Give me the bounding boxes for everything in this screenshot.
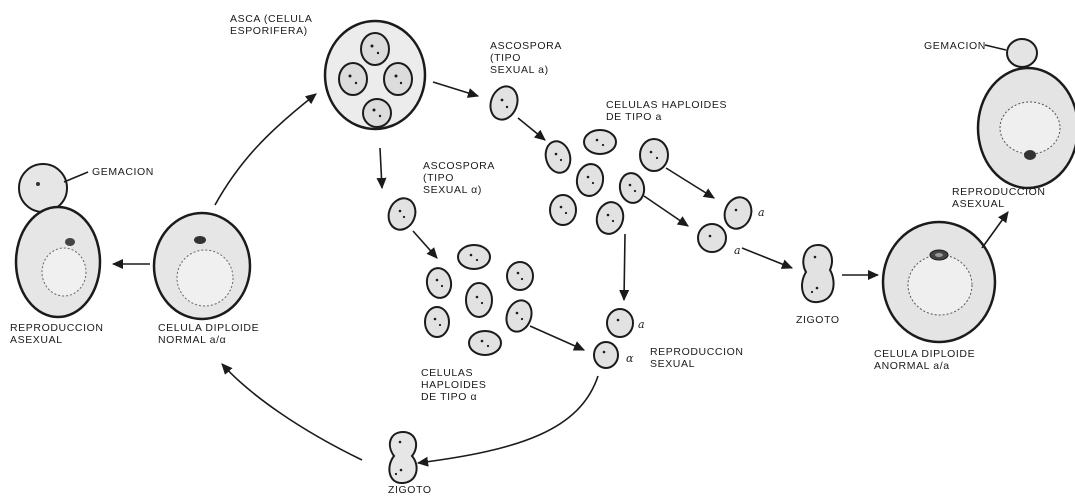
mating-pair-a-a (698, 194, 756, 252)
haploid-a-cell (584, 130, 616, 154)
ascospora-a-label-line: SEXUAL a) (490, 64, 562, 76)
haploides-a-label-line: DE TIPO a (606, 111, 727, 123)
diploide-normal-label: CELULA DIPLOIDE NORMAL a/α (158, 322, 259, 346)
haploid-alpha-cell (458, 245, 490, 269)
haploides-a-label-line: CELULAS HAPLOIDES (606, 99, 727, 111)
haploid-a-cell (640, 139, 668, 171)
gemacion-right-label: GEMACION (924, 40, 986, 52)
arrow-abnormal-to-budding (982, 212, 1008, 248)
zygote-bottom-cell (389, 432, 416, 483)
haploid-alpha-cell (469, 331, 501, 355)
diploide-normal-line: NORMAL a/α (158, 334, 259, 346)
repro-asexual-left-line: REPRODUCCION (10, 322, 104, 334)
arrow-haploid-a-to-pair (666, 168, 714, 198)
arrow-pair-to-zygote (742, 248, 792, 268)
diploide-anormal-label: CELULA DIPLOIDE ANORMAL a/a (874, 348, 975, 372)
ascus-spore (363, 99, 391, 127)
ascus-spore (384, 63, 412, 95)
ascospora-alpha-label-line: SEXUAL α) (423, 184, 495, 196)
haploides-a-label: CELULAS HAPLOIDES DE TIPO a (606, 99, 727, 123)
arrow-haploid-a-to-sexual (624, 234, 625, 300)
repro-asexual-left-line: ASEXUAL (10, 334, 104, 346)
pointer-gemacion-right (985, 45, 1006, 50)
gemacion-left-label: GEMACION (92, 166, 154, 178)
haploides-alpha-line: HAPLOIDES (421, 379, 487, 391)
asca-label: ASCA (CELULA ESPORIFERA) (230, 13, 312, 37)
haploid-a-cluster (542, 130, 668, 237)
repro-sexual-label: REPRODUCCION SEXUAL (650, 346, 744, 370)
haploid-alpha-cell (425, 266, 454, 300)
ascospora-alpha-label: ASCOSPORA (TIPO SEXUAL α) (423, 160, 495, 196)
ascus-spore (339, 63, 367, 95)
ascospora-a-label-line: ASCOSPORA (490, 40, 562, 52)
mating-type-alpha-sexual: α (626, 352, 633, 365)
arrow-spore-a-to-haploids (518, 118, 545, 140)
arrow-diploid-to-ascus (215, 94, 316, 205)
mating-type-a-sexual: a (638, 318, 645, 331)
repro-asexual-left-label: REPRODUCCION ASEXUAL (10, 322, 104, 346)
zygote-middle-cell (802, 245, 834, 302)
budding-cell-right (978, 39, 1075, 188)
haploid-alpha-cell (507, 262, 533, 290)
haploid-alpha-cell (502, 297, 535, 335)
ascospora-a-label: ASCOSPORA (TIPO SEXUAL a) (490, 40, 562, 76)
ascospora-a-label-line: (TIPO (490, 52, 562, 64)
ascospore-alpha-cell (384, 195, 419, 234)
haploides-alpha-line: CELULAS (421, 367, 487, 379)
pointer-gemacion-left (64, 172, 88, 182)
haploides-alpha-label: CELULAS HAPLOIDES DE TIPO α (421, 367, 487, 403)
arrow-spore-alpha-to-haploids (413, 231, 437, 258)
haploid-a-cell (618, 171, 647, 205)
repro-sexual-line: SEXUAL (650, 358, 744, 370)
repro-asexual-right-label: REPRODUCCION ASEXUAL (952, 186, 1046, 210)
asca-label-line: ASCA (CELULA (230, 13, 312, 25)
arrow-ascus-to-ascospore-a (433, 82, 478, 96)
diploide-anormal-line: CELULA DIPLOIDE (874, 348, 975, 360)
diploide-anormal-line: ANORMAL a/a (874, 360, 975, 372)
arrow-haploid-alpha-to-sexual (530, 326, 584, 350)
haploid-alpha-cluster (425, 245, 536, 355)
arrow-ascus-to-ascospore-alpha (380, 148, 382, 188)
abnormal-diploid-cell (883, 222, 995, 342)
ascus-cell (325, 21, 425, 129)
haploid-a-cell (574, 162, 605, 198)
ascospore-a-cell (486, 83, 522, 124)
repro-sexual-line: REPRODUCCION (650, 346, 744, 358)
repro-asexual-right-line: REPRODUCCION (952, 186, 1046, 198)
mating-type-a-upper: a (758, 206, 765, 219)
asca-label-line: ESPORIFERA) (230, 25, 312, 37)
zigoto-middle-label: ZIGOTO (796, 314, 840, 326)
ascus-spore (361, 33, 389, 65)
haploid-alpha-cell (425, 307, 449, 337)
mating-type-a-lower: a (734, 244, 741, 257)
haploid-alpha-cell (466, 283, 492, 317)
ascospora-alpha-label-line: ASCOSPORA (423, 160, 495, 172)
haploid-a-cell (593, 199, 626, 237)
haploid-a-cell (542, 138, 573, 175)
ascospora-alpha-label-line: (TIPO (423, 172, 495, 184)
arrow-zygote-to-diploid (222, 364, 362, 460)
budding-cell-left (16, 164, 100, 317)
repro-asexual-right-line: ASEXUAL (952, 198, 1046, 210)
zigoto-bottom-label: ZIGOTO (388, 484, 432, 496)
arrow-haploid-a-to-pair-2 (644, 196, 688, 226)
haploid-a-cell (550, 195, 576, 225)
haploides-alpha-line: DE TIPO α (421, 391, 487, 403)
diploide-normal-line: CELULA DIPLOIDE (158, 322, 259, 334)
normal-diploid-cell (154, 213, 250, 319)
